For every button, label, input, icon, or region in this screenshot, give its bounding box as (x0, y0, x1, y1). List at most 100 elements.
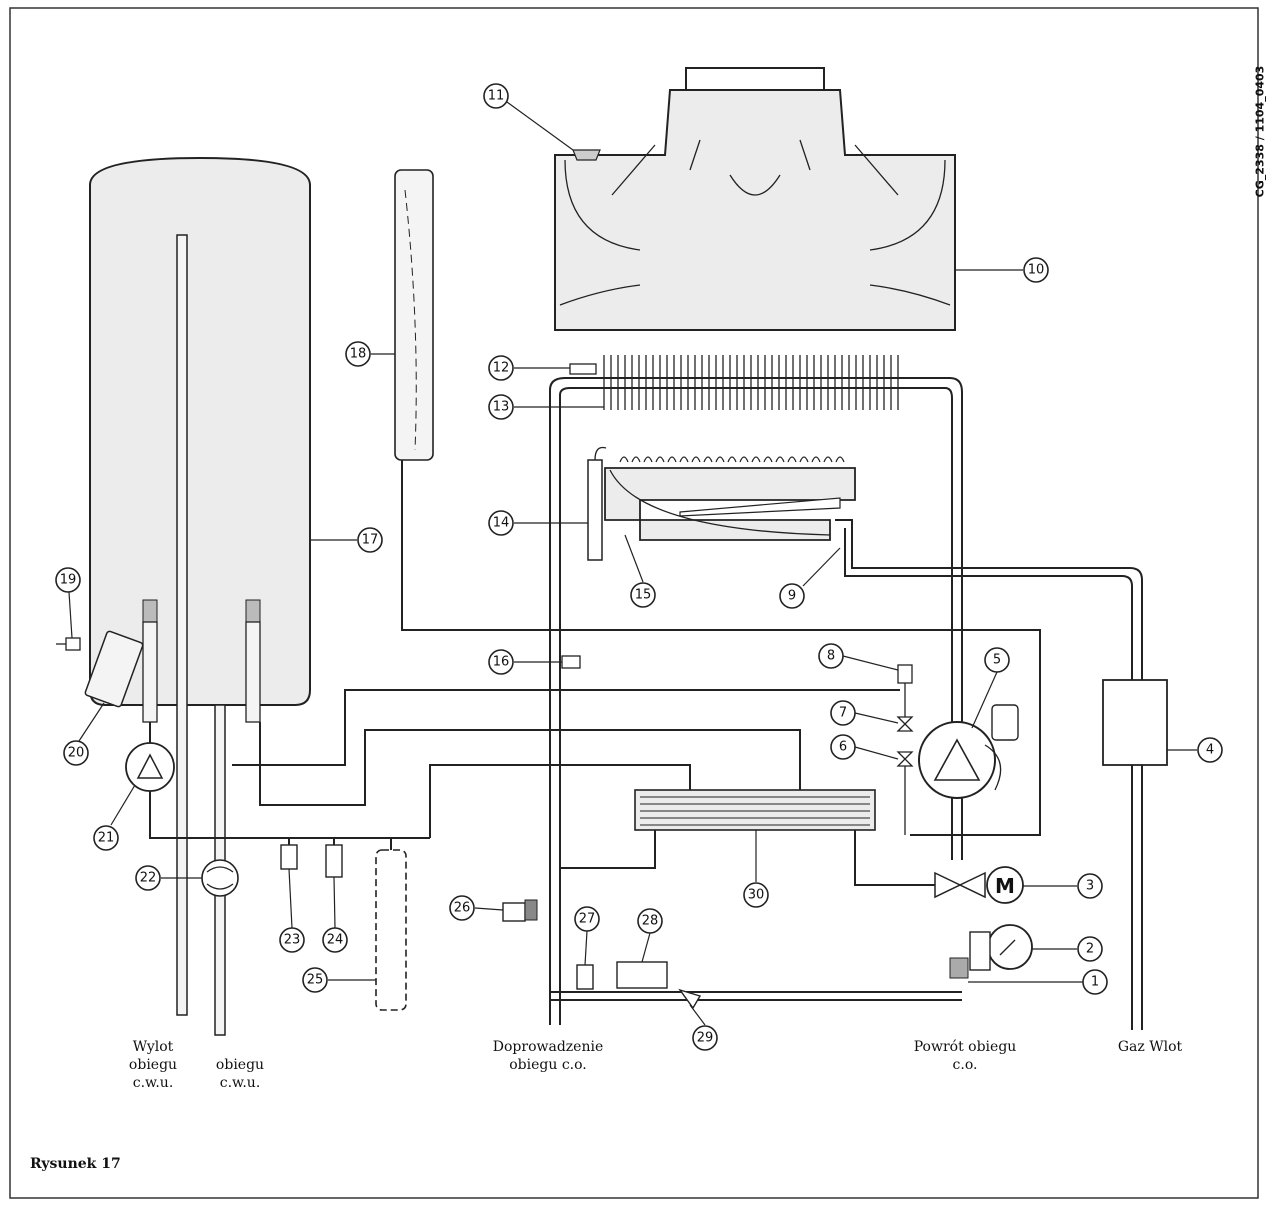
callout-number: 17 (362, 533, 379, 548)
callout-marker (574, 906, 600, 932)
label-line: Powrót obiegu (913, 1039, 1017, 1055)
cylinder-control-box (84, 630, 144, 708)
callout-number: 18 (350, 347, 367, 362)
safety-valve (280, 844, 298, 870)
heating-flow-sensor (561, 655, 581, 669)
callout-marker (818, 643, 844, 669)
callout-marker (135, 865, 161, 891)
callout-number: 2 (1086, 942, 1094, 957)
callout-marker (488, 355, 514, 381)
burner (604, 467, 856, 541)
coil-flow-pipe (232, 689, 900, 766)
callout-marker (63, 740, 89, 766)
callout-marker (830, 734, 856, 760)
label-line: c.w.u. (132, 1075, 174, 1091)
callout-number: 10 (1028, 263, 1045, 278)
callout-marker (1082, 969, 1108, 995)
callout-marker (55, 567, 81, 593)
callout-markers: 1 2 3 4 5 6 7 8 9 10 11 12 13 14 15 16 1… (55, 83, 1223, 1051)
gas-inlet-label: Gaz Wlot (1095, 1038, 1205, 1056)
cylinder-outlet-pipe (176, 234, 188, 1016)
callout-number: 11 (488, 89, 505, 104)
coil-pipe-left (142, 621, 158, 723)
motor-symbol: M (995, 874, 1015, 898)
callout-number: 27 (579, 912, 596, 927)
check-valve (325, 844, 343, 878)
flue-outlet (685, 67, 825, 91)
sensor-well-right (245, 599, 261, 623)
hot-water-outlet-label: Wylot obiegu c.w.u. (118, 1038, 188, 1092)
gas-valve (1102, 679, 1168, 766)
non-return-valve (896, 751, 914, 767)
pressure-gauge (987, 924, 1033, 970)
flow-sensor (569, 363, 597, 375)
mixing-valve (201, 859, 239, 897)
callout-number: 9 (788, 589, 796, 604)
hot-water-cylinder (89, 156, 311, 706)
heating-return-label: Powrót obiegu c.o. (900, 1038, 1030, 1074)
label-line: Gaz Wlot (1117, 1039, 1183, 1055)
dhw-expansion-vessel (375, 849, 407, 1011)
callout-number: 25 (307, 973, 324, 988)
diverter-motor (986, 866, 1024, 904)
callout-marker (779, 583, 805, 609)
callout-number: 4 (1206, 743, 1214, 758)
callout-marker (692, 1025, 718, 1051)
callout-marker (1077, 936, 1103, 962)
heating-flow-label: Doprowadzenie obiegu c.o. (478, 1038, 618, 1074)
callout-number: 28 (642, 914, 659, 929)
automatic-air-vent (991, 704, 1019, 741)
combustion-hood (554, 89, 956, 331)
hot-water-inlet-label: obiegu c.w.u. (205, 1056, 275, 1092)
plate-heat-exchanger (634, 789, 876, 831)
heating-safety-valve (502, 902, 526, 922)
gas-supply-pipe (835, 519, 1143, 1030)
callout-marker (488, 510, 514, 536)
callout-number: 21 (98, 831, 115, 846)
callout-number: 15 (635, 588, 652, 603)
diverter-valve (934, 871, 962, 899)
callout-marker (830, 700, 856, 726)
callout-marker (488, 394, 514, 420)
callout-marker (345, 341, 371, 367)
callout-number: 16 (493, 655, 510, 670)
callout-marker (357, 527, 383, 553)
callout-leaders (68, 101, 1197, 1026)
callout-number: 23 (284, 933, 301, 948)
callout-number: 30 (748, 888, 765, 903)
ignition-electrode (587, 459, 603, 561)
callout-number: 29 (697, 1031, 714, 1046)
callout-marker (637, 908, 663, 934)
sensor-well-left (142, 599, 158, 623)
callout-number: 12 (493, 361, 510, 376)
callout-marker (630, 582, 656, 608)
callout-number: 14 (493, 516, 510, 531)
label-line: obiegu c.o. (509, 1057, 587, 1073)
drain-valve (576, 964, 594, 990)
callout-marker (302, 967, 328, 993)
coil-return-pipe (259, 722, 801, 820)
callout-marker (279, 927, 305, 953)
return-filter (949, 957, 969, 979)
heating-expansion-vessel (394, 169, 434, 461)
callout-marker (1023, 257, 1049, 283)
label-line: obiegu (215, 1057, 265, 1073)
label-line: c.o. (952, 1057, 978, 1073)
callout-number: 20 (68, 746, 85, 761)
burner-flames (619, 456, 845, 463)
callout-marker (984, 647, 1010, 673)
label-line: Wylot (132, 1039, 174, 1055)
cylinder-sensor (65, 637, 81, 651)
callout-marker (322, 927, 348, 953)
callout-number: 3 (1086, 879, 1094, 894)
callout-marker (483, 83, 509, 109)
callout-marker (449, 895, 475, 921)
callout-number: 1 (1091, 975, 1099, 990)
callout-number: 6 (839, 740, 847, 755)
heating-circuit-loop (549, 377, 963, 1025)
callout-number: 22 (140, 871, 157, 886)
callout-marker (743, 882, 769, 908)
callout-number: 24 (327, 933, 344, 948)
callout-number: 26 (454, 901, 471, 916)
figure-label: Rysunek 17 (30, 1156, 121, 1172)
